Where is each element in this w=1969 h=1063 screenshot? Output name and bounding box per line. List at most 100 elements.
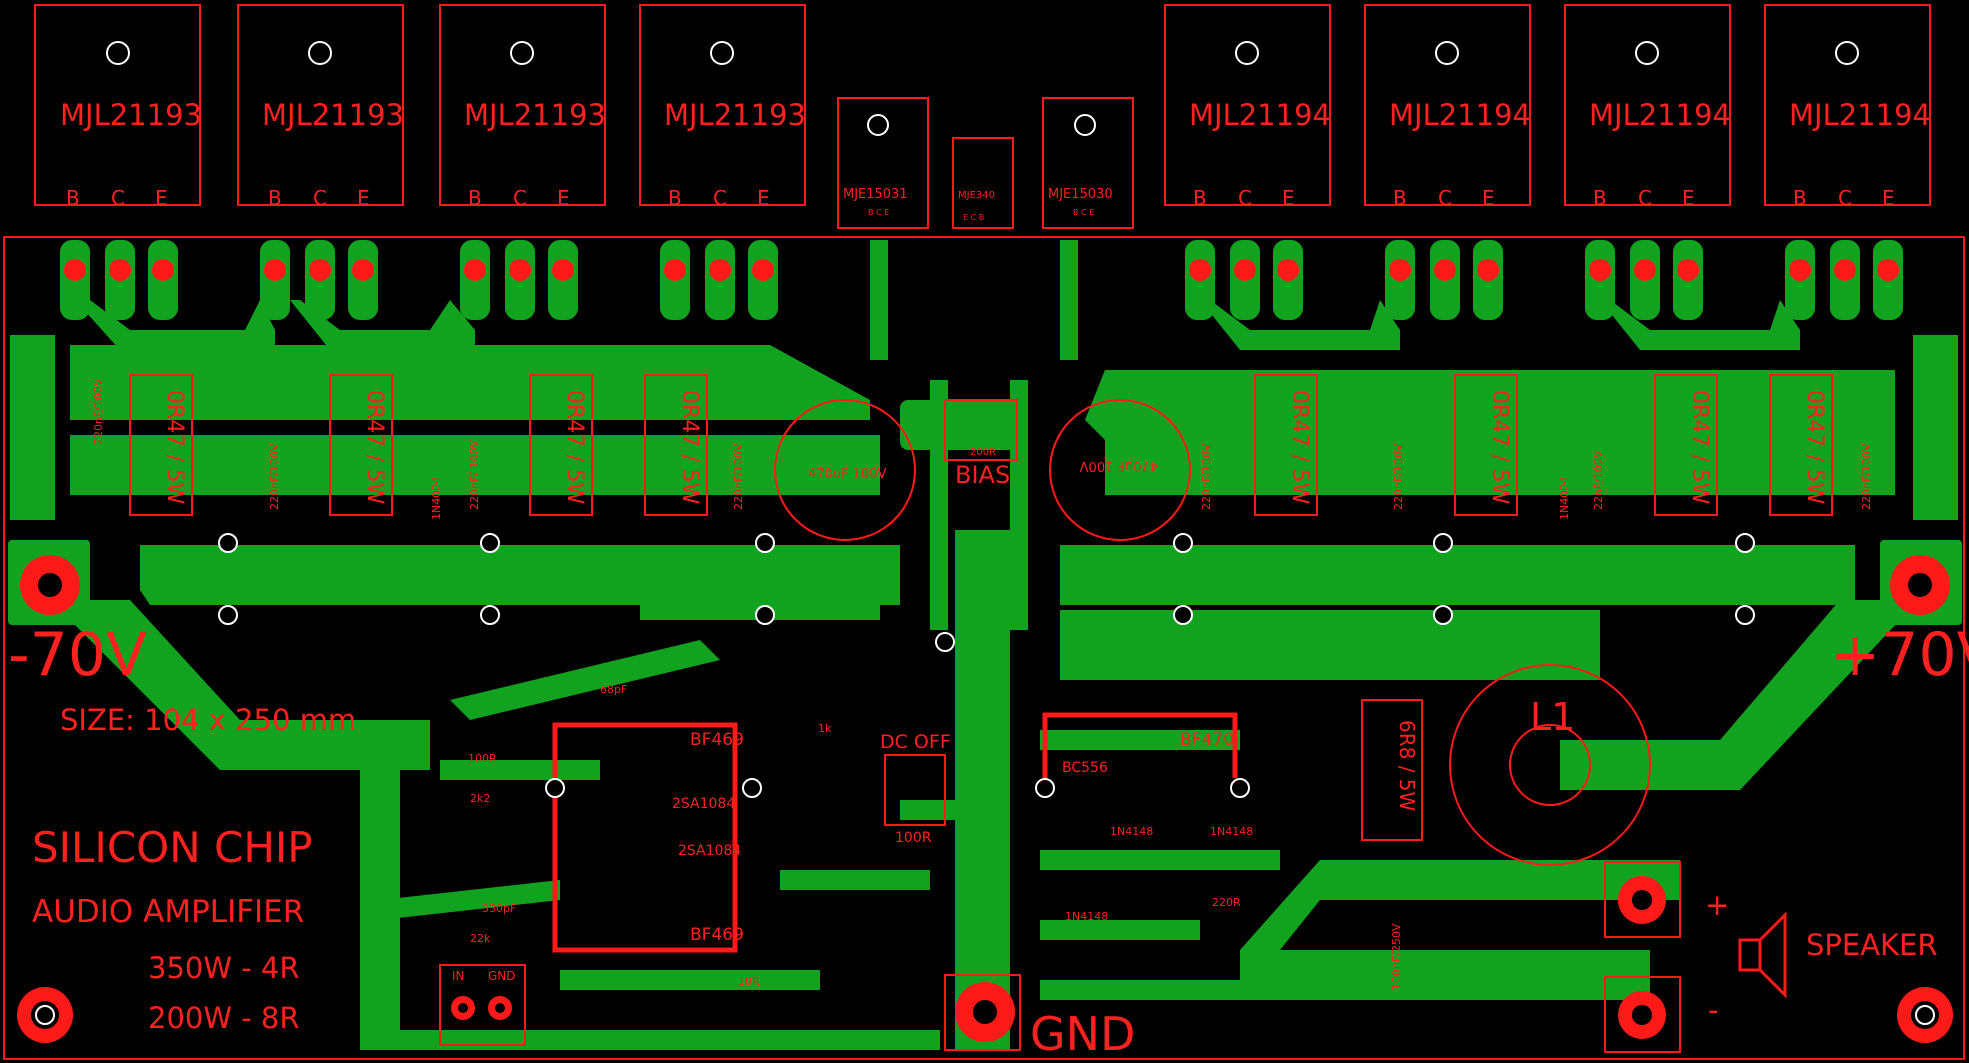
r-emitter-label: 0R47 / 5W — [677, 390, 702, 505]
speaker-plus: + — [1705, 888, 1729, 922]
pin-e: E — [1282, 186, 1295, 210]
q-pnp-2-label: MJL21193 — [262, 98, 404, 132]
cap-label: 220nF/ 100V — [468, 440, 481, 510]
pin-c: C — [1438, 186, 1452, 210]
pin-c: C — [1838, 186, 1852, 210]
pin-b: B — [1793, 186, 1807, 210]
q-bc556: BC556 — [1062, 760, 1108, 776]
driver-left-pins: B C E — [868, 208, 889, 217]
q-2sa-bot: 2SA1084 — [678, 843, 741, 859]
driver-right-pins: B C E — [1073, 208, 1094, 217]
cap-label: 220nF/100V — [92, 378, 105, 445]
pin-b: B — [468, 186, 482, 210]
q-npn-1-label: MJL21194 — [1189, 98, 1331, 132]
q-pnp-1-label: MJL21193 — [60, 98, 202, 132]
cap-label: 22nF/100V — [1592, 450, 1605, 510]
input-jack-holes — [458, 1003, 505, 1013]
r-1k: 1k — [818, 722, 832, 735]
c-330: 330pF — [482, 902, 516, 915]
q-pnp-4-label: MJL21193 — [664, 98, 806, 132]
pin-e: E — [1882, 186, 1895, 210]
speaker-minus: - — [1708, 993, 1718, 1027]
bias-label: BIAS — [955, 461, 1010, 489]
title-line1: SILICON CHIP — [32, 823, 313, 872]
pin-b: B — [1193, 186, 1207, 210]
r-emitter-label: 0R47 / 5W — [1487, 390, 1512, 505]
driver-right-label: MJE15030 — [1048, 187, 1113, 202]
speaker-label: SPEAKER — [1806, 928, 1938, 962]
q-npn-4-label: MJL21194 — [1789, 98, 1931, 132]
rail-positive: +70V — [1830, 620, 1969, 690]
diode-label: 1N4004 — [430, 477, 443, 520]
pin-c: C — [713, 186, 727, 210]
emitter-resistor-labels: 0R47 / 5W 0R47 / 5W 0R47 / 5W 0R47 / 5W … — [162, 390, 1827, 505]
zobel-resistor-label: 6R8 / 5W — [1395, 720, 1419, 812]
cap-label: 220nF/100V — [732, 443, 745, 510]
r-emitter-label: 0R47 / 5W — [1802, 390, 1827, 505]
diode-label: 1N4004 — [1558, 477, 1571, 520]
title-line2: AUDIO AMPLIFIER — [32, 894, 304, 930]
pin-b: B — [668, 186, 682, 210]
driver-mid-label: MJE340 — [958, 190, 995, 201]
input-gnd-label: GND — [488, 969, 516, 983]
pin-b: B — [66, 186, 80, 210]
q-bf469-top: BF469 — [690, 730, 744, 750]
q-pnp-3-label: MJL21193 — [464, 98, 606, 132]
pin-e: E — [1682, 186, 1695, 210]
diode-1: 1N4148 — [1110, 825, 1153, 838]
copper-layer — [8, 240, 1962, 1050]
cap-label: 220nF/100V — [1860, 443, 1873, 510]
pin-b: B — [268, 186, 282, 210]
power-8r: 200W - 8R — [148, 1001, 300, 1035]
silkscreen-layer — [34, 4, 1931, 1053]
c-68: 68pF — [600, 683, 627, 696]
input-label: IN — [452, 969, 465, 983]
r-220: 220R — [1212, 896, 1241, 909]
pin-e: E — [557, 186, 570, 210]
r-emitter-label: 0R47 / 5W — [1287, 390, 1312, 505]
pin-b: B — [1593, 186, 1607, 210]
q-npn-2-label: MJL21194 — [1389, 98, 1531, 132]
gnd-label: GND — [1030, 1007, 1135, 1061]
pin-c: C — [1638, 186, 1652, 210]
pin-c: C — [313, 186, 327, 210]
cap-label: 220nF/100V — [1200, 443, 1213, 510]
r-emitter-label: 0R47 / 5W — [1687, 390, 1712, 505]
r-emitter-label: 0R47 / 5W — [162, 390, 187, 505]
cap-right-label: 470uF 100V — [1080, 458, 1158, 473]
driver-left-label: MJE15031 — [843, 187, 908, 202]
zobel-cap-label: 100nF/250V — [1390, 923, 1403, 990]
r-10: 10R — [738, 975, 760, 988]
r-100: 100R — [468, 752, 497, 765]
q-npn-3-label: MJL21194 — [1589, 98, 1731, 132]
q-bf469-bot: BF469 — [690, 925, 744, 945]
power-4r: 350W - 4R — [148, 951, 300, 985]
pin-c: C — [111, 186, 125, 210]
board-outline — [3, 236, 1965, 1060]
r-22k: 22k — [470, 932, 491, 945]
q-bf470: BF470 — [1180, 730, 1234, 750]
pin-e: E — [757, 186, 770, 210]
dc-off-pot: 100R — [895, 830, 932, 846]
pin-c: C — [513, 186, 527, 210]
r-emitter-label: 0R47 / 5W — [362, 390, 387, 505]
pin-e: E — [155, 186, 168, 210]
q-2sa-top: 2SA1084 — [672, 796, 735, 812]
dc-off-label: DC OFF — [880, 731, 951, 753]
film-cap-labels: 220nF/100V 220nF/100V 220nF/ 100V 220nF/… — [92, 378, 1873, 520]
speaker-icon — [1738, 911, 1787, 999]
bias-pot-value: 200R — [970, 447, 996, 458]
board-size: SIZE: 104 x 250 mm — [60, 703, 356, 737]
r-2k2: 2k2 — [470, 792, 490, 805]
pin-c: C — [1238, 186, 1252, 210]
pin-e: E — [357, 186, 370, 210]
pin-e: E — [1482, 186, 1495, 210]
driver-mid-pins: E C B — [963, 213, 984, 222]
cap-left-label: 470uF 100V — [808, 467, 886, 482]
diode-3: 1N4148 — [1065, 910, 1108, 923]
inductor-label: L1 — [1530, 695, 1575, 739]
diode-2: 1N4148 — [1210, 825, 1253, 838]
cap-label: 220nF/100V — [268, 443, 281, 510]
